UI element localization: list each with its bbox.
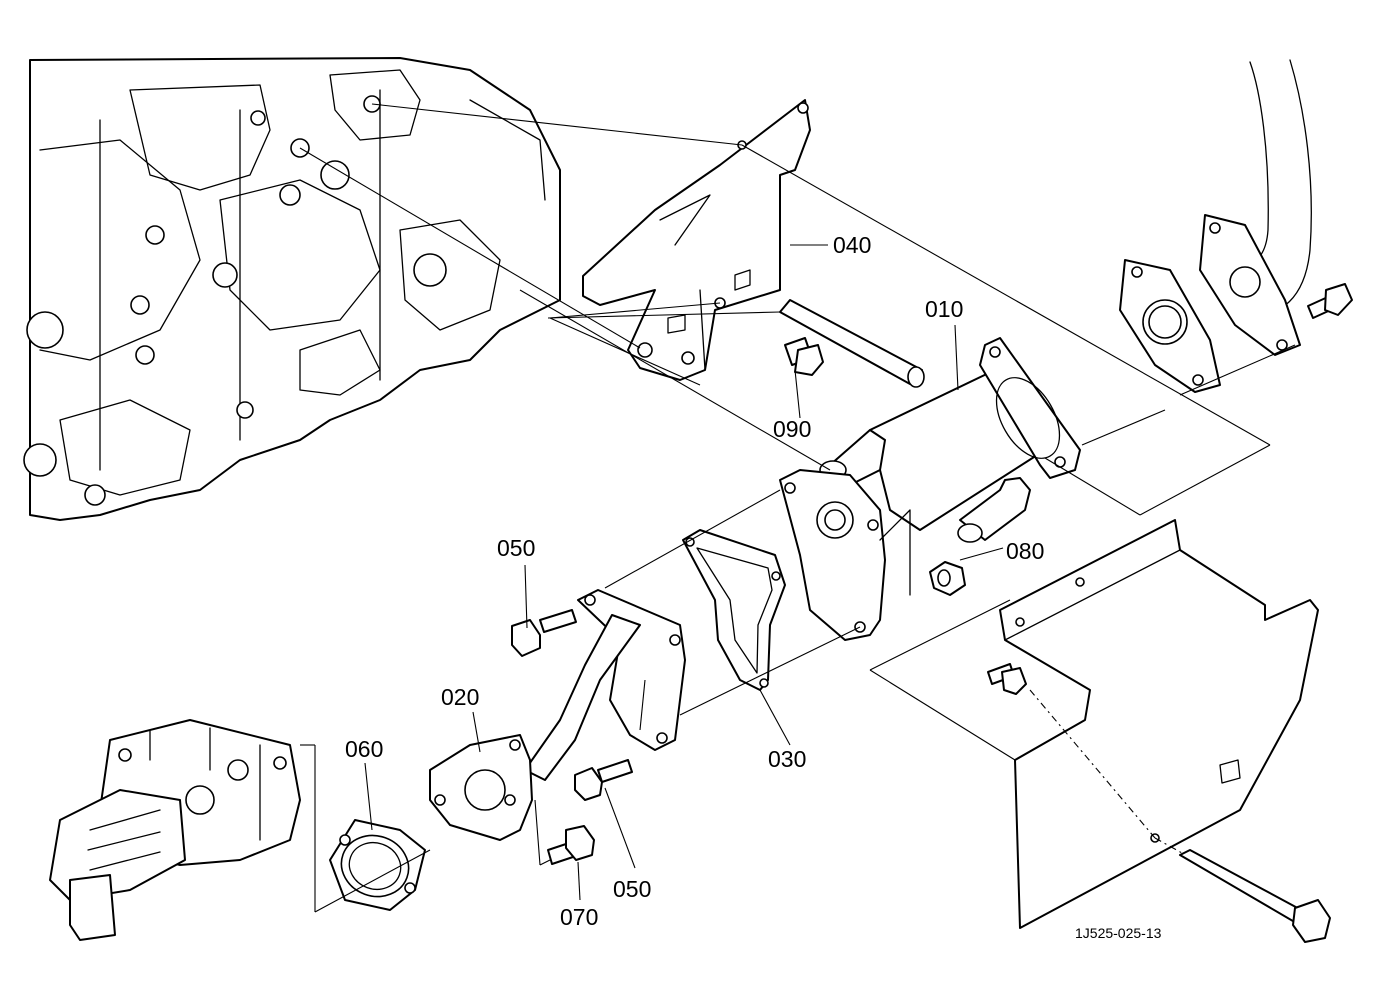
nut-080 xyxy=(929,561,966,596)
gasket-upper xyxy=(1119,259,1221,393)
egr-valve xyxy=(49,719,301,941)
dowel-tube xyxy=(779,299,925,388)
bolt-090 xyxy=(784,337,824,376)
label-050-upper: 050 xyxy=(497,535,535,561)
label-020: 020 xyxy=(441,684,479,710)
long-bolt xyxy=(1179,849,1331,943)
egr-pipe-020 xyxy=(429,589,686,841)
label-030: 030 xyxy=(768,746,806,772)
label-050-lower: 050 xyxy=(613,876,651,902)
label-070: 070 xyxy=(560,904,598,930)
heat-shield xyxy=(999,519,1319,929)
bolt-050-a xyxy=(511,609,577,657)
drawing-code: 1J525-025-13 xyxy=(1075,925,1162,941)
bolt-top-right xyxy=(1307,283,1353,319)
exhaust-manifold xyxy=(1199,59,1312,356)
egr-cooler-010 xyxy=(779,337,1081,641)
label-leaders xyxy=(364,244,1004,901)
bolt-070 xyxy=(547,825,595,865)
alignment-lines xyxy=(299,103,1296,913)
gasket-030 xyxy=(682,529,786,691)
bolt-050-b xyxy=(574,759,633,801)
label-080: 080 xyxy=(1006,538,1044,564)
label-090: 090 xyxy=(773,416,811,442)
label-060: 060 xyxy=(345,736,383,762)
bracket-040 xyxy=(582,99,811,381)
bolt-shield xyxy=(987,663,1027,695)
label-040: 040 xyxy=(833,232,871,258)
gasket-060 xyxy=(329,819,426,911)
engine-block xyxy=(23,57,561,521)
label-010: 010 xyxy=(925,296,963,322)
